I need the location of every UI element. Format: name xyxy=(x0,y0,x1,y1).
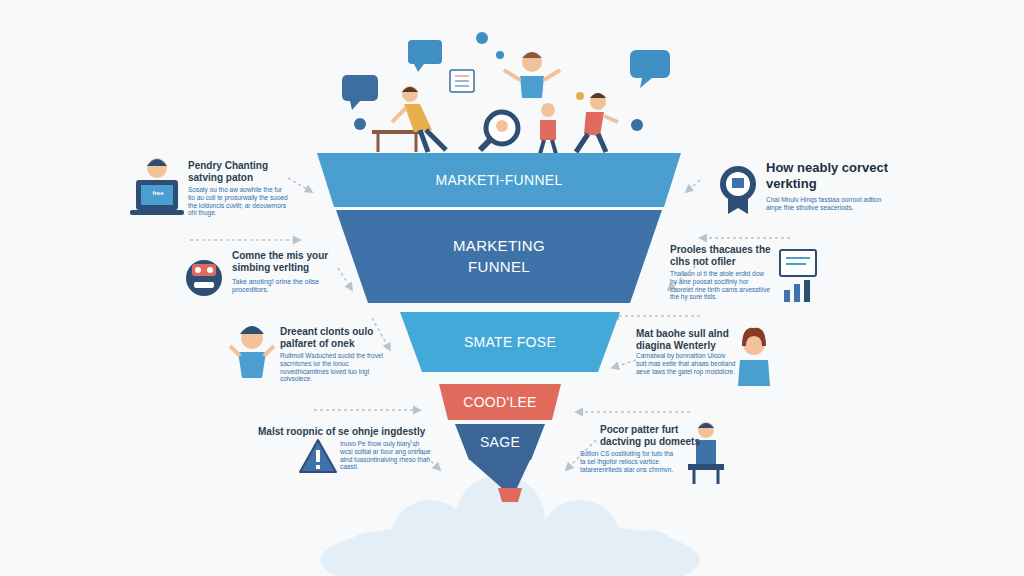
callout-body: Sosaty ou tho aw aowhile the fur tio au … xyxy=(188,186,288,217)
callout-body: Carnatwal by bonnaition Ulooiv sutt mas … xyxy=(636,352,736,375)
band-label: SAGE xyxy=(480,433,520,452)
funnel-band: MARKETING FUNNEL xyxy=(336,210,662,303)
callout-heading: Pocor patter furt dactving pu domeets xyxy=(600,424,700,448)
callout-heading: Malst roopnic of se ohnje ingdestly xyxy=(258,426,428,438)
callout-body: Sdtlon CS oostiloting for tuto tha ta se… xyxy=(580,450,680,473)
callout-heading: How neably corvect verkting xyxy=(766,160,896,191)
callout-body: Thalioon ol ti the atole erdtd dow hy ai… xyxy=(670,270,772,301)
funnel-band: MARKETI-FUNNEL xyxy=(317,153,681,207)
funnel-band: COOD'LEE xyxy=(439,384,561,420)
funnel-band: SAGE xyxy=(455,424,545,460)
callout-heading: Mat baohe sull alnd diagina Wenterly xyxy=(636,328,736,352)
band-label: MARKETING FUNNEL xyxy=(439,236,559,277)
callout-body: Inuvo Pe thow ouly biary ch wcsi soltial… xyxy=(340,440,432,471)
funnel-band: SMATE FOSE xyxy=(400,312,620,372)
callout-heading: Comne the mis your simbing verlting xyxy=(232,250,342,274)
callout-body: Cnal Mnulv Hinqs fassiaa oorroot adtion … xyxy=(766,196,891,212)
callout-heading: Pendry Chanting satving paton xyxy=(188,160,288,184)
band-label: SMATE FOSE xyxy=(464,333,556,352)
callout-body: Take anoting! orine the olise proceditor… xyxy=(232,278,342,295)
band-shape xyxy=(336,210,662,303)
callout-body: free xyxy=(147,190,169,197)
band-label: COOD'LEE xyxy=(463,393,537,412)
callout-body: Rultmoll Wsduched suclid the frovel sacr… xyxy=(280,352,385,383)
callout-heading: Prooles thacaues the clhs not ofiler xyxy=(670,244,780,268)
callout-heading: Dreeant clonts oulo palfaret of onek xyxy=(280,326,385,350)
band-label: MARKETI-FUNNEL xyxy=(435,171,562,190)
